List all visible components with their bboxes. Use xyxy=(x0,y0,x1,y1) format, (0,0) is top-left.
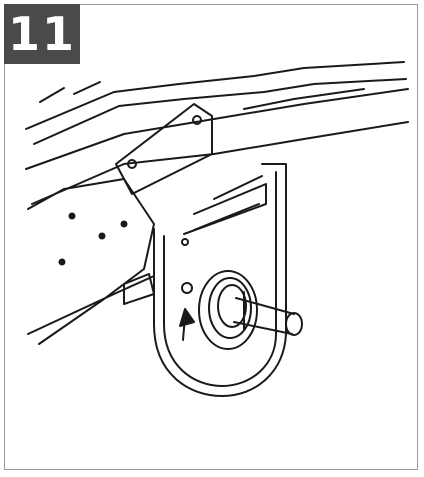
frame-rail-inner xyxy=(244,89,364,109)
bracket-top-edge xyxy=(214,176,262,199)
pin-arrow-icon xyxy=(180,309,194,326)
beam-front-face-bottom xyxy=(214,122,408,154)
locking-pin xyxy=(182,283,192,293)
bearing-ring-outer xyxy=(199,271,257,349)
lower-member-2 xyxy=(124,274,154,304)
bracket-plate-inner xyxy=(164,172,276,386)
side-hole-1 xyxy=(70,214,75,219)
bearing-ring-middle xyxy=(209,278,251,338)
small-rivet xyxy=(182,239,188,245)
bracket-slot-outer xyxy=(184,184,266,234)
bearing-ring-inner xyxy=(218,285,246,327)
clamp-plate xyxy=(116,104,212,194)
beam-lower-face xyxy=(26,89,408,169)
side-hole-4 xyxy=(122,222,127,227)
pin-arrow-stem xyxy=(183,316,185,340)
side-plate xyxy=(28,179,154,344)
clamp-bolt-2 xyxy=(128,160,136,168)
frame-rail-hatch-1 xyxy=(40,88,64,102)
step-number: 11 xyxy=(7,7,76,61)
step-number-badge: 11 xyxy=(4,4,80,64)
bracket-slot-inner xyxy=(194,204,259,230)
frame-rail-top-edge-2 xyxy=(34,79,406,144)
bracket-plate-outer xyxy=(154,164,286,396)
frame-rail-top-edge xyxy=(26,62,404,129)
technical-illustration xyxy=(4,4,418,470)
frame-rail-hatch-2 xyxy=(74,82,100,94)
side-hole-3 xyxy=(60,260,65,265)
shaft-end xyxy=(286,313,302,335)
clamp-bolt-1 xyxy=(193,116,201,124)
side-hole-2 xyxy=(100,234,105,239)
lower-member-1 xyxy=(28,276,154,334)
